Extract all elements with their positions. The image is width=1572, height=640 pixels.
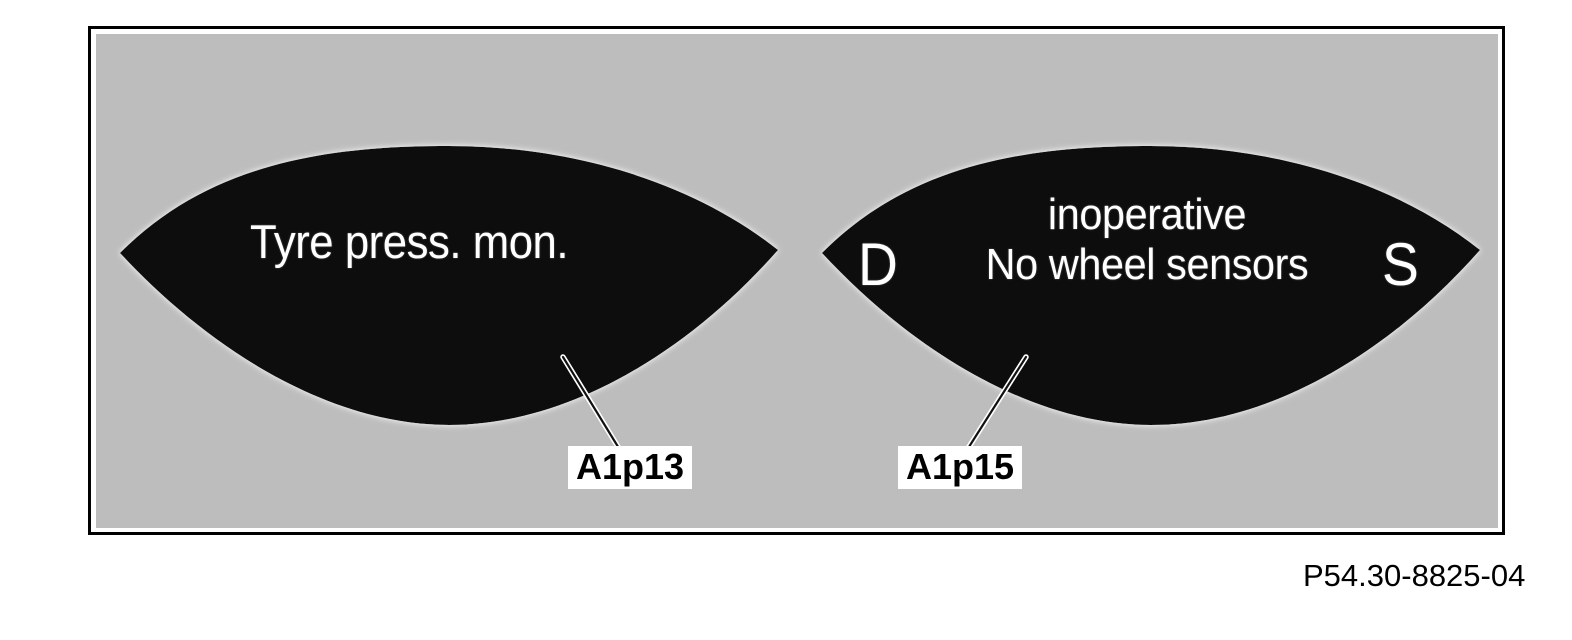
left-display-message: Tyre press. mon. xyxy=(250,215,569,268)
callout-label-a1p13: A1p13 xyxy=(568,446,693,489)
figure-caption: P54.30-8825-04 xyxy=(1303,558,1526,593)
right-display-message-line-2: No wheel sensors xyxy=(985,240,1309,289)
right-display-letter-right: S xyxy=(1382,231,1419,298)
right-display-letter-left: D xyxy=(858,231,898,298)
right-display-message: inoperative No wheel sensors xyxy=(945,190,1349,290)
callout-label-a1p15: A1p15 xyxy=(898,446,1023,489)
right-display-message-line-1: inoperative xyxy=(1047,190,1247,239)
